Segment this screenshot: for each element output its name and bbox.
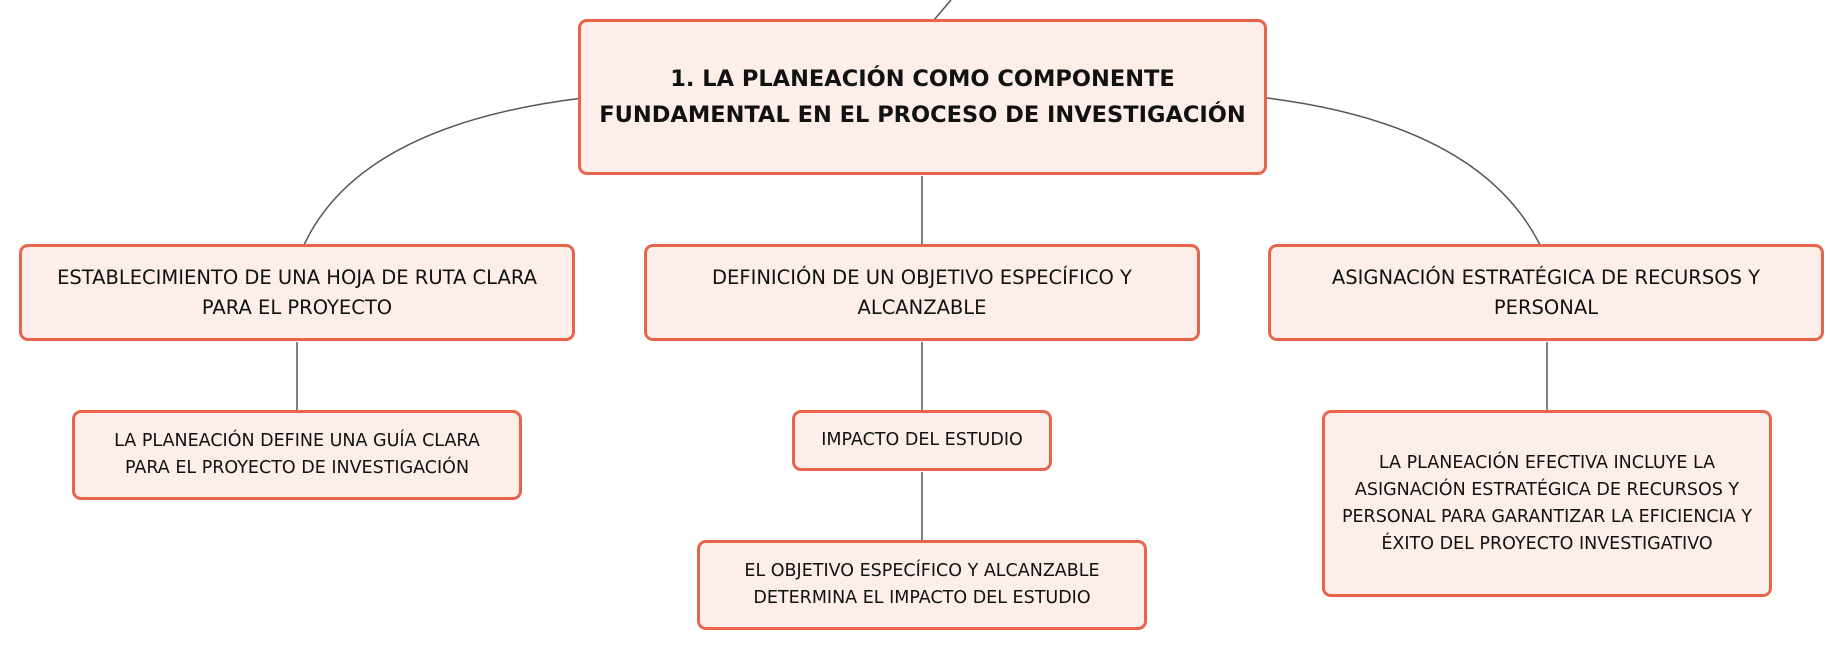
root-node-label: 1. LA PLANEACIÓN COMO COMPONENTE FUNDAME… — [599, 66, 1246, 128]
leaf-node-guide-label: LA PLANEACIÓN DEFINE UNA GUÍA CLARA PARA… — [114, 431, 480, 478]
branch-node-objective-label: DEFINICIÓN DE UN OBJETIVO ESPECÍFICO Y A… — [712, 265, 1132, 319]
branch-node-resources[interactable]: ASIGNACIÓN ESTRATÉGICA DE RECURSOS Y PER… — [1268, 244, 1824, 341]
branch-node-roadmap-label: ESTABLECIMIENTO DE UNA HOJA DE RUTA CLAR… — [57, 265, 537, 319]
leaf-node-impact-label: EL OBJETIVO ESPECÍFICO Y ALCANZABLE DETE… — [744, 561, 1100, 608]
branch-node-objective[interactable]: DEFINICIÓN DE UN OBJETIVO ESPECÍFICO Y A… — [644, 244, 1200, 341]
connector-root-to-branch-3 — [1266, 97, 1541, 246]
connector-parent-to-root — [933, 0, 952, 21]
leaf-node-efficiency[interactable]: LA PLANEACIÓN EFECTIVA INCLUYE LA ASIGNA… — [1322, 410, 1772, 597]
node-impacto-del-estudio-label: IMPACTO DEL ESTUDIO — [821, 430, 1023, 450]
leaf-node-efficiency-label: LA PLANEACIÓN EFECTIVA INCLUYE LA ASIGNA… — [1341, 452, 1753, 554]
leaf-node-guide[interactable]: LA PLANEACIÓN DEFINE UNA GUÍA CLARA PARA… — [72, 410, 522, 500]
leaf-node-impact[interactable]: EL OBJETIVO ESPECÍFICO Y ALCANZABLE DETE… — [697, 540, 1147, 630]
connector-root-to-branch-1 — [303, 97, 584, 246]
branch-node-roadmap[interactable]: ESTABLECIMIENTO DE UNA HOJA DE RUTA CLAR… — [19, 244, 575, 341]
root-node[interactable]: 1. LA PLANEACIÓN COMO COMPONENTE FUNDAME… — [578, 19, 1267, 175]
branch-node-resources-label: ASIGNACIÓN ESTRATÉGICA DE RECURSOS Y PER… — [1331, 265, 1761, 319]
node-impacto-del-estudio[interactable]: IMPACTO DEL ESTUDIO — [792, 410, 1052, 471]
